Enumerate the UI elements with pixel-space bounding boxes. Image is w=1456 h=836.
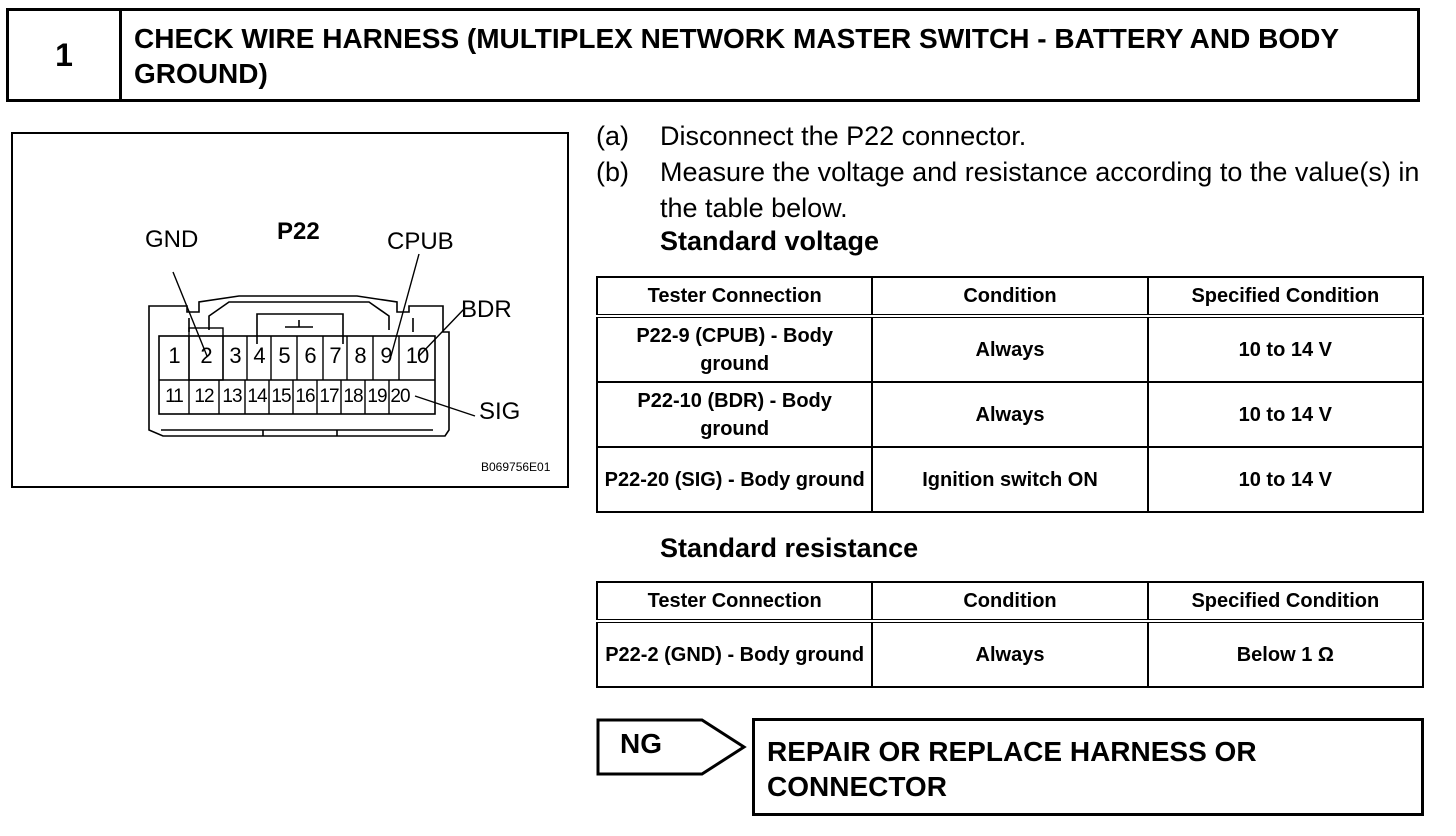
tester-connection-cell: P22-2 (GND) - Body ground (595, 620, 874, 688)
resistance-heading: Standard resistance (660, 533, 919, 563)
pin-number: 1 (168, 343, 180, 368)
pin-number: 8 (354, 343, 366, 368)
pin-number: 19 (367, 386, 387, 407)
column-header: Specified Condition (1146, 581, 1425, 622)
pin-number: 13 (222, 386, 242, 407)
table-row: P22-9 (CPUB) - Body ground Always 10 to … (595, 315, 1425, 383)
column-header: Condition (871, 276, 1149, 317)
instruction-marker: (a) (596, 121, 629, 151)
pin-number: 16 (295, 386, 315, 407)
gnd-label: GND (145, 226, 199, 253)
column-header: Specified Condition (1146, 276, 1425, 317)
column-header: Condition (871, 581, 1149, 622)
ng-arrow-icon (596, 718, 747, 776)
instruction-marker: (b) (596, 157, 629, 187)
condition-cell: Ignition switch ON (871, 446, 1149, 513)
figure-code: B069756E01 (481, 460, 551, 474)
pin-number: 12 (194, 386, 214, 407)
pin-number: 9 (380, 343, 392, 368)
pin-number: 11 (165, 386, 184, 407)
pin-number: 3 (229, 343, 241, 368)
pin-number: 20 (390, 386, 410, 407)
column-header: Tester Connection (595, 276, 874, 317)
tester-connection-cell: P22-20 (SIG) - Body ground (595, 446, 874, 513)
condition-cell: Always (871, 315, 1149, 383)
pin-number: 6 (304, 343, 316, 368)
pin-2-outline (188, 327, 224, 381)
tester-connection-cell: P22-9 (CPUB) - Body ground (595, 315, 874, 383)
specified-condition-cell: 10 to 14 V (1146, 446, 1425, 513)
condition-cell: Always (871, 381, 1149, 448)
pin-number: 17 (319, 386, 339, 407)
specified-condition-cell: 10 to 14 V (1146, 381, 1425, 448)
bdr-label: BDR (461, 296, 512, 323)
pin-number: 2 (200, 343, 212, 368)
resistance-table: Tester Connection Condition Specified Co… (595, 581, 1425, 688)
instructions: (a) Disconnect the P22 connector. (b) Me… (596, 118, 1426, 226)
table-row: P22-10 (BDR) - Body ground Always 10 to … (595, 381, 1425, 448)
step-number: 1 (9, 11, 122, 99)
ng-label: NG (620, 728, 662, 759)
specified-condition-cell: Below 1 Ω (1146, 620, 1425, 688)
pin-number: 7 (329, 343, 341, 368)
pin-number: 4 (253, 343, 265, 368)
specified-condition-cell: 10 to 14 V (1146, 315, 1425, 383)
condition-cell: Always (871, 620, 1149, 688)
tester-connection-cell: P22-10 (BDR) - Body ground (595, 381, 874, 448)
connector-drawing (148, 253, 476, 437)
pin-number: 18 (343, 386, 363, 407)
connector-name: P22 (277, 218, 320, 245)
step-title: CHECK WIRE HARNESS (MULTIPLEX NETWORK MA… (134, 23, 1339, 89)
specified-value: Below 1 Ω (1236, 643, 1334, 666)
instruction-text: Disconnect the P22 connector. (660, 121, 1027, 151)
pin-number: 14 (247, 386, 267, 407)
step-header: 1 CHECK WIRE HARNESS (MULTIPLEX NETWORK … (6, 8, 1420, 102)
sig-label: SIG (479, 398, 521, 425)
instruction-a: (a) Disconnect the P22 connector. (596, 118, 1426, 154)
pin-number: 5 (278, 343, 290, 368)
pin-number: 10 (405, 343, 429, 368)
voltage-table: Tester Connection Condition Specified Co… (595, 276, 1425, 513)
table-row: P22-20 (SIG) - Body ground Ignition swit… (595, 446, 1425, 513)
ng-action-box: REPAIR OR REPLACE HARNESS OR CONNECTOR (752, 718, 1424, 816)
pin-number: 15 (271, 386, 291, 407)
voltage-heading: Standard voltage (660, 226, 880, 256)
instruction-b: (b) Measure the voltage and resistance a… (596, 154, 1426, 226)
cpub-label: CPUB (387, 228, 454, 255)
column-header: Tester Connection (595, 581, 874, 622)
instruction-text: Measure the voltage and resistance accor… (660, 157, 1420, 223)
table-row: P22-2 (GND) - Body ground Always Below 1… (595, 620, 1425, 688)
